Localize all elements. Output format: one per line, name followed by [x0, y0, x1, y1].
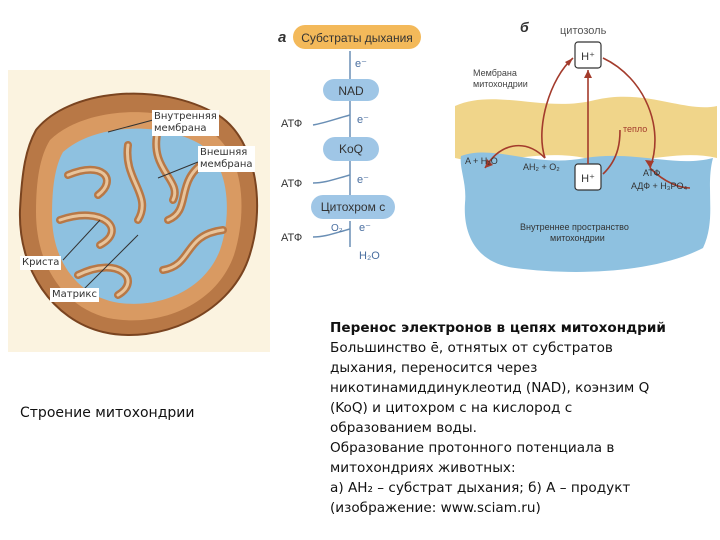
outer-membrane-label: Внешняя мембрана [198, 146, 255, 172]
adp-label: АДФ + H₃PO₄ [631, 181, 687, 191]
caption-line: (изображение: www.sciam.ru) [330, 500, 541, 516]
mitochondrion-illustration [18, 92, 259, 336]
proton-potential-scheme: б цитозоль Мембрана митохондрии H⁺ H⁺ те… [455, 18, 717, 283]
caption-line: Большинство ē, отнятых от субстратов [330, 340, 613, 356]
svg-text:NAD: NAD [338, 84, 364, 98]
caption-line: никотинамиддинуклеотид (NAD), коэнзим Q [330, 380, 650, 396]
svg-text:H⁺: H⁺ [581, 173, 595, 185]
membrane-band [455, 96, 717, 161]
a-h2o-label: A + H₂O [465, 156, 498, 166]
scheme-a-letter: а [278, 29, 286, 46]
nad-badge [323, 79, 379, 101]
ah2-o2-label: AH₂ + O₂ [523, 162, 560, 172]
mitochondrion-figure: Внутренняя мембрана Внешняя мембрана Кри… [8, 70, 270, 352]
inner-space [460, 152, 713, 272]
heat-label: тепло [623, 124, 647, 134]
electron-label: e⁻ [355, 58, 367, 70]
svg-text:e⁻: e⁻ [357, 114, 369, 126]
caption-line: Образование протонного потенциала в [330, 440, 615, 456]
proton-arrows [484, 57, 691, 189]
svg-text:e⁻: e⁻ [357, 174, 369, 186]
crista-label: Криста [20, 256, 62, 270]
caption-line: образованием воды. [330, 420, 477, 436]
caption-title: Перенос электронов в цепях митохондрий [330, 320, 666, 336]
scheme-b-letter: б [520, 19, 529, 35]
svg-text:KoQ: KoQ [339, 142, 363, 156]
inner-membrane-label: Внутренняя мембрана [152, 110, 219, 136]
coq-badge [323, 137, 379, 161]
atp-label-2: АТФ [281, 178, 302, 190]
caption-line: (KoQ) и цитохром c на кислород с [330, 400, 573, 416]
mitochondrion-caption: Строение митохондрии [20, 405, 195, 421]
atp-label-1: АТФ [281, 118, 302, 130]
proton-box-top [574, 41, 602, 69]
electron-chain-scheme: а Субстраты дыхания e⁻ NAD e⁻ АТФ KoQ e⁻… [275, 15, 445, 270]
caption-line: митохондриях животных: [330, 460, 516, 476]
caption-line: а) AH₂ – субстрат дыхания; б) A – продук… [330, 480, 631, 496]
chain-arrows [312, 51, 351, 247]
svg-text:H⁺: H⁺ [581, 51, 595, 63]
inner-space-label: Внутреннее пространство митохондрии [520, 222, 631, 243]
atp-label-3: АТФ [281, 232, 302, 244]
caption-line: дыхания, переносится через [330, 360, 538, 376]
matrix-label: Матрикс [50, 288, 99, 302]
svg-text:Цитохром c: Цитохром c [321, 200, 385, 214]
leader-lines [62, 119, 199, 291]
atp-b-label: АТФ [643, 168, 660, 178]
cytochrome-badge [311, 195, 395, 219]
membrane-label: Мембрана митохондрии [473, 68, 528, 89]
substrates-badge [293, 25, 421, 49]
electron-transport-caption: Перенос электронов в цепях митохондрий Б… [330, 318, 710, 518]
water-label: H₂O [359, 250, 380, 262]
oxygen-label: O₂ [331, 223, 343, 234]
svg-text:e⁻: e⁻ [359, 222, 371, 234]
svg-text:Субстраты дыхания: Субстраты дыхания [301, 31, 413, 45]
cytosol-label: цитозоль [560, 25, 607, 37]
